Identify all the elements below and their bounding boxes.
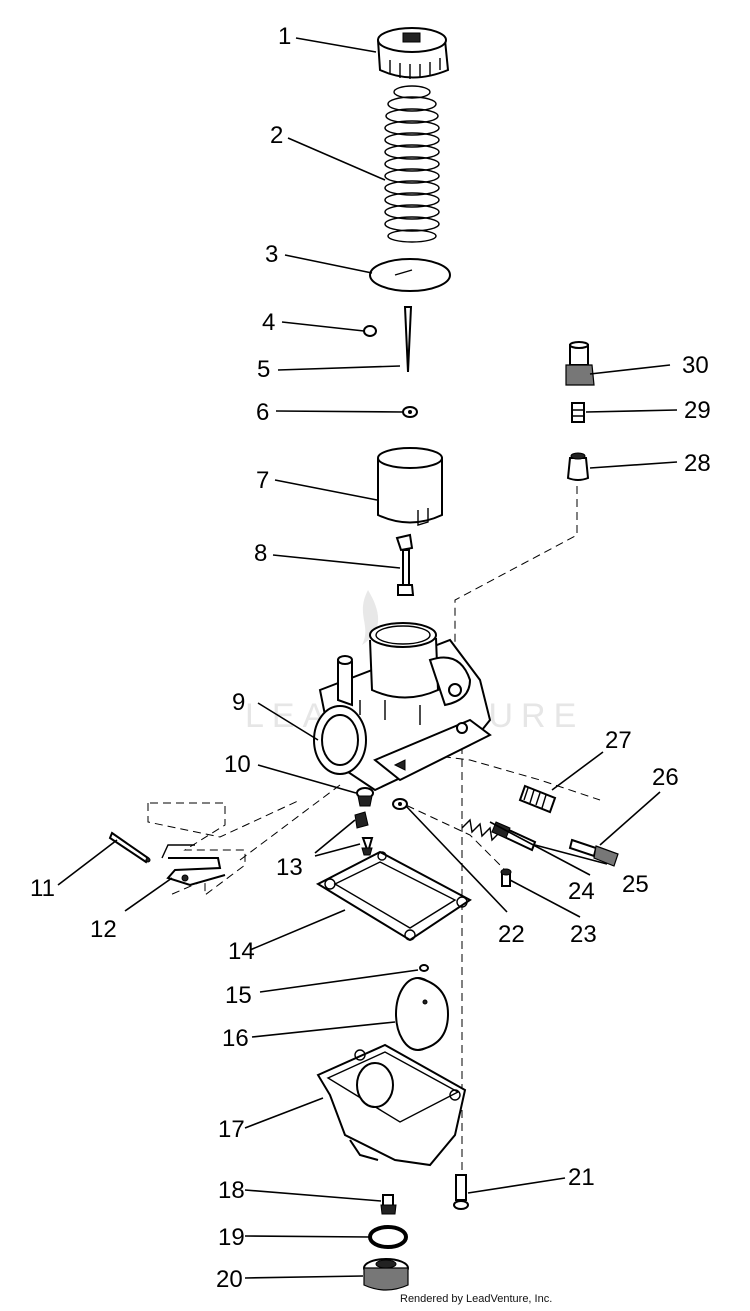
callout-7: 7 — [256, 467, 269, 494]
callout-23: 23 — [570, 921, 597, 948]
part-10-fitting — [356, 787, 374, 807]
part-15-washer — [419, 964, 429, 972]
part-6-washer — [402, 406, 418, 418]
callout-15: 15 — [225, 982, 252, 1009]
callout-10: 10 — [224, 751, 251, 778]
callout-4: 4 — [262, 309, 275, 336]
callout-20: 20 — [216, 1266, 243, 1293]
leader-lines — [57, 37, 678, 1279]
part-16-float — [395, 977, 450, 1051]
callout-12: 12 — [90, 916, 117, 943]
part-3-spring-plate — [369, 258, 451, 292]
part-14-gasket — [315, 850, 472, 942]
part-29-fitting — [571, 402, 585, 423]
callout-8: 8 — [254, 540, 267, 567]
part-19-o-ring — [368, 1225, 408, 1249]
callout-9: 9 — [232, 689, 245, 716]
part-20-drain-plug — [363, 1258, 409, 1291]
callout-13: 13 — [276, 854, 303, 881]
part-26-pilot-screw — [568, 838, 619, 867]
callout-28: 28 — [684, 450, 711, 477]
part-18-main-jet — [380, 1194, 397, 1215]
callout-26: 26 — [652, 764, 679, 791]
part-28-cap — [566, 452, 590, 481]
callout-1: 1 — [278, 23, 291, 50]
callout-29: 29 — [684, 397, 711, 424]
callout-3: 3 — [265, 241, 278, 268]
callout-22: 22 — [498, 921, 525, 948]
callout-19: 19 — [218, 1224, 245, 1251]
part-22-washer — [392, 798, 408, 810]
callout-18: 18 — [218, 1177, 245, 1204]
callout-5: 5 — [257, 356, 270, 383]
callout-6: 6 — [256, 399, 269, 426]
callout-17: 17 — [218, 1116, 245, 1143]
part-7-throttle-slide — [377, 447, 443, 526]
part-8-needle-jet — [395, 533, 415, 596]
callout-11: 11 — [30, 875, 55, 902]
part-5-jet-needle — [403, 306, 413, 373]
part-23-screw — [500, 868, 512, 887]
part-9-carburetor-body — [313, 622, 492, 792]
callout-30: 30 — [682, 352, 709, 379]
part-24-spring — [461, 818, 501, 842]
part-30-air-screw — [565, 341, 595, 386]
part-2-spring — [384, 85, 440, 243]
callout-2: 2 — [270, 122, 283, 149]
callout-21: 21 — [568, 1164, 595, 1191]
part-17-float-bowl — [316, 1043, 467, 1167]
part-4-clip — [363, 325, 377, 337]
part-11-float-pin — [108, 831, 151, 864]
callout-25: 25 — [622, 871, 649, 898]
callout-14: 14 — [228, 938, 255, 965]
part-12-float-arm — [161, 844, 226, 887]
callout-24: 24 — [568, 878, 595, 905]
callout-27: 27 — [605, 727, 632, 754]
part-27-spring — [518, 784, 557, 814]
callout-numbers: 1 2 3 4 5 6 7 8 9 10 11 12 13 14 15 16 1… — [30, 23, 711, 1293]
part-13-needle-valve — [354, 811, 374, 856]
part-1-cap — [376, 27, 450, 79]
render-credit: Rendered by LeadVenture, Inc. — [400, 1293, 553, 1305]
callout-16: 16 — [222, 1025, 249, 1052]
part-21-screw — [453, 1174, 469, 1210]
